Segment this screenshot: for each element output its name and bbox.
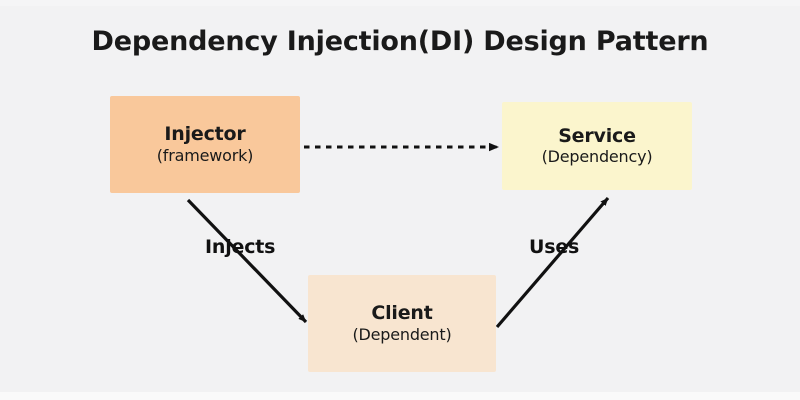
node-client-subtitle: (Dependent) — [352, 324, 452, 344]
top-edge-strip — [0, 0, 800, 6]
node-service-title: Service — [558, 124, 636, 147]
edge-injector-to-client — [186, 198, 308, 324]
page-title: Dependency Injection(DI) Design Pattern — [91, 26, 709, 57]
node-client[interactable]: Client (Dependent) — [308, 275, 496, 372]
edge-client-to-service — [495, 196, 610, 329]
edge-label-injects: Injects — [205, 236, 276, 258]
node-service[interactable]: Service (Dependency) — [502, 102, 692, 190]
node-service-subtitle: (Dependency) — [541, 147, 653, 167]
node-client-title: Client — [371, 302, 433, 325]
node-injector-subtitle: (framework) — [156, 145, 254, 165]
edge-label-uses: Uses — [529, 236, 580, 258]
node-injector[interactable]: Injector (framework) — [110, 96, 300, 193]
node-injector-title: Injector — [164, 123, 246, 146]
bottom-edge-strip — [0, 392, 800, 400]
